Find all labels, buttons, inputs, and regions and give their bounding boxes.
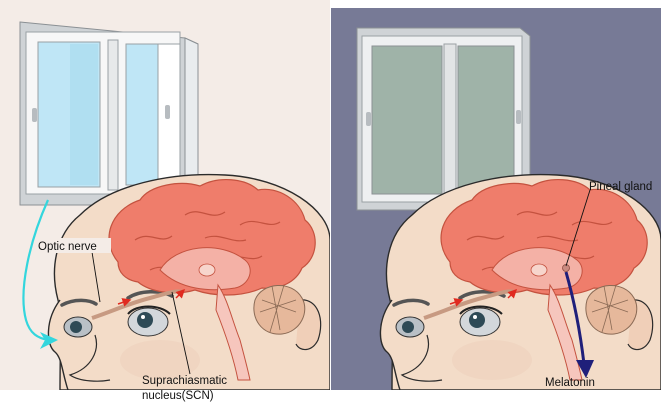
melatonin-label: Melatonin xyxy=(545,377,595,389)
scn-label-line1: Suprachiasmatic xyxy=(142,375,227,387)
night-window-glass-right xyxy=(458,46,514,194)
day-panel xyxy=(0,0,330,396)
optic-nerve-label: Optic nerve xyxy=(38,241,97,253)
pineal-gland-label: Pineal gland xyxy=(589,181,652,193)
night-window-glass-left xyxy=(372,46,442,194)
day-window-glass-right xyxy=(126,44,158,185)
night-panel xyxy=(331,8,661,390)
scn-label-line2: nucleus(SCN) xyxy=(142,390,214,402)
